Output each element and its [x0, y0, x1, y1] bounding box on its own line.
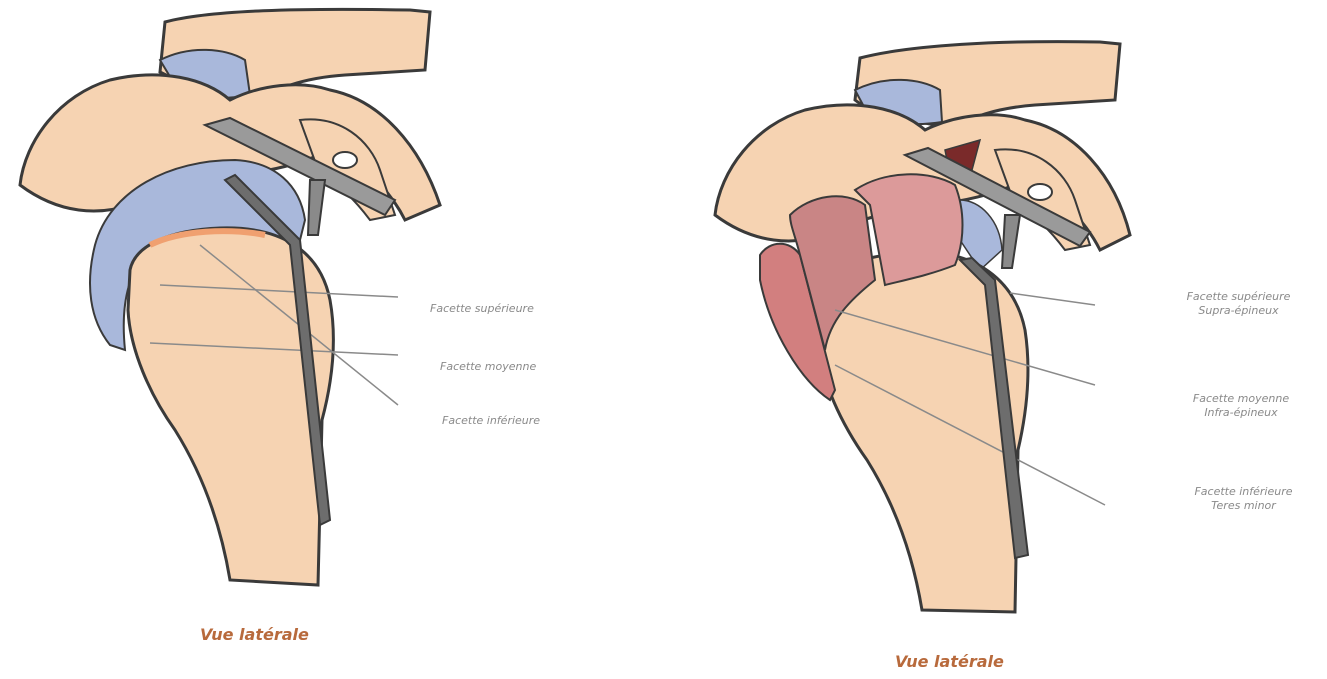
ligament-hole — [1028, 184, 1052, 200]
label-facette-moyenne-right: Facette moyenne Infra-épineux — [1155, 392, 1327, 420]
label-facette-inferieure-left: Facette inférieure — [442, 414, 540, 428]
right-shoulder-illustration — [660, 0, 1327, 679]
ligament-hole — [333, 152, 357, 168]
label-supra-epineux-text: Supra-épineux — [1150, 304, 1327, 318]
label-facette-inferieure-text: Facette inférieure — [1160, 485, 1327, 499]
caption-vue-laterale-right: Vue latérale — [895, 652, 1004, 671]
caption-vue-laterale-left: Vue latérale — [200, 625, 309, 644]
label-facette-inferieure-right: Facette inférieure Teres minor — [1160, 485, 1327, 513]
facet-line-superior — [1010, 293, 1095, 305]
label-facette-superieure-right: Facette supérieure Supra-épineux — [1150, 290, 1327, 318]
left-shoulder-illustration — [0, 0, 660, 679]
label-teres-minor-text: Teres minor — [1160, 499, 1327, 513]
label-infra-epineux-text: Infra-épineux — [1155, 406, 1327, 420]
label-facette-superieure-left: Facette supérieure — [430, 302, 534, 316]
left-diagram-panel: Facette supérieure Facette moyenne Facet… — [0, 0, 660, 679]
label-facette-moyenne-text: Facette moyenne — [1155, 392, 1327, 406]
retractor-tip — [308, 180, 325, 235]
retractor-tip — [1002, 215, 1020, 268]
label-facette-superieure-text: Facette supérieure — [1150, 290, 1327, 304]
label-facette-moyenne-left: Facette moyenne — [440, 360, 536, 374]
right-diagram-panel: Facette supérieure Supra-épineux Facette… — [660, 0, 1327, 679]
